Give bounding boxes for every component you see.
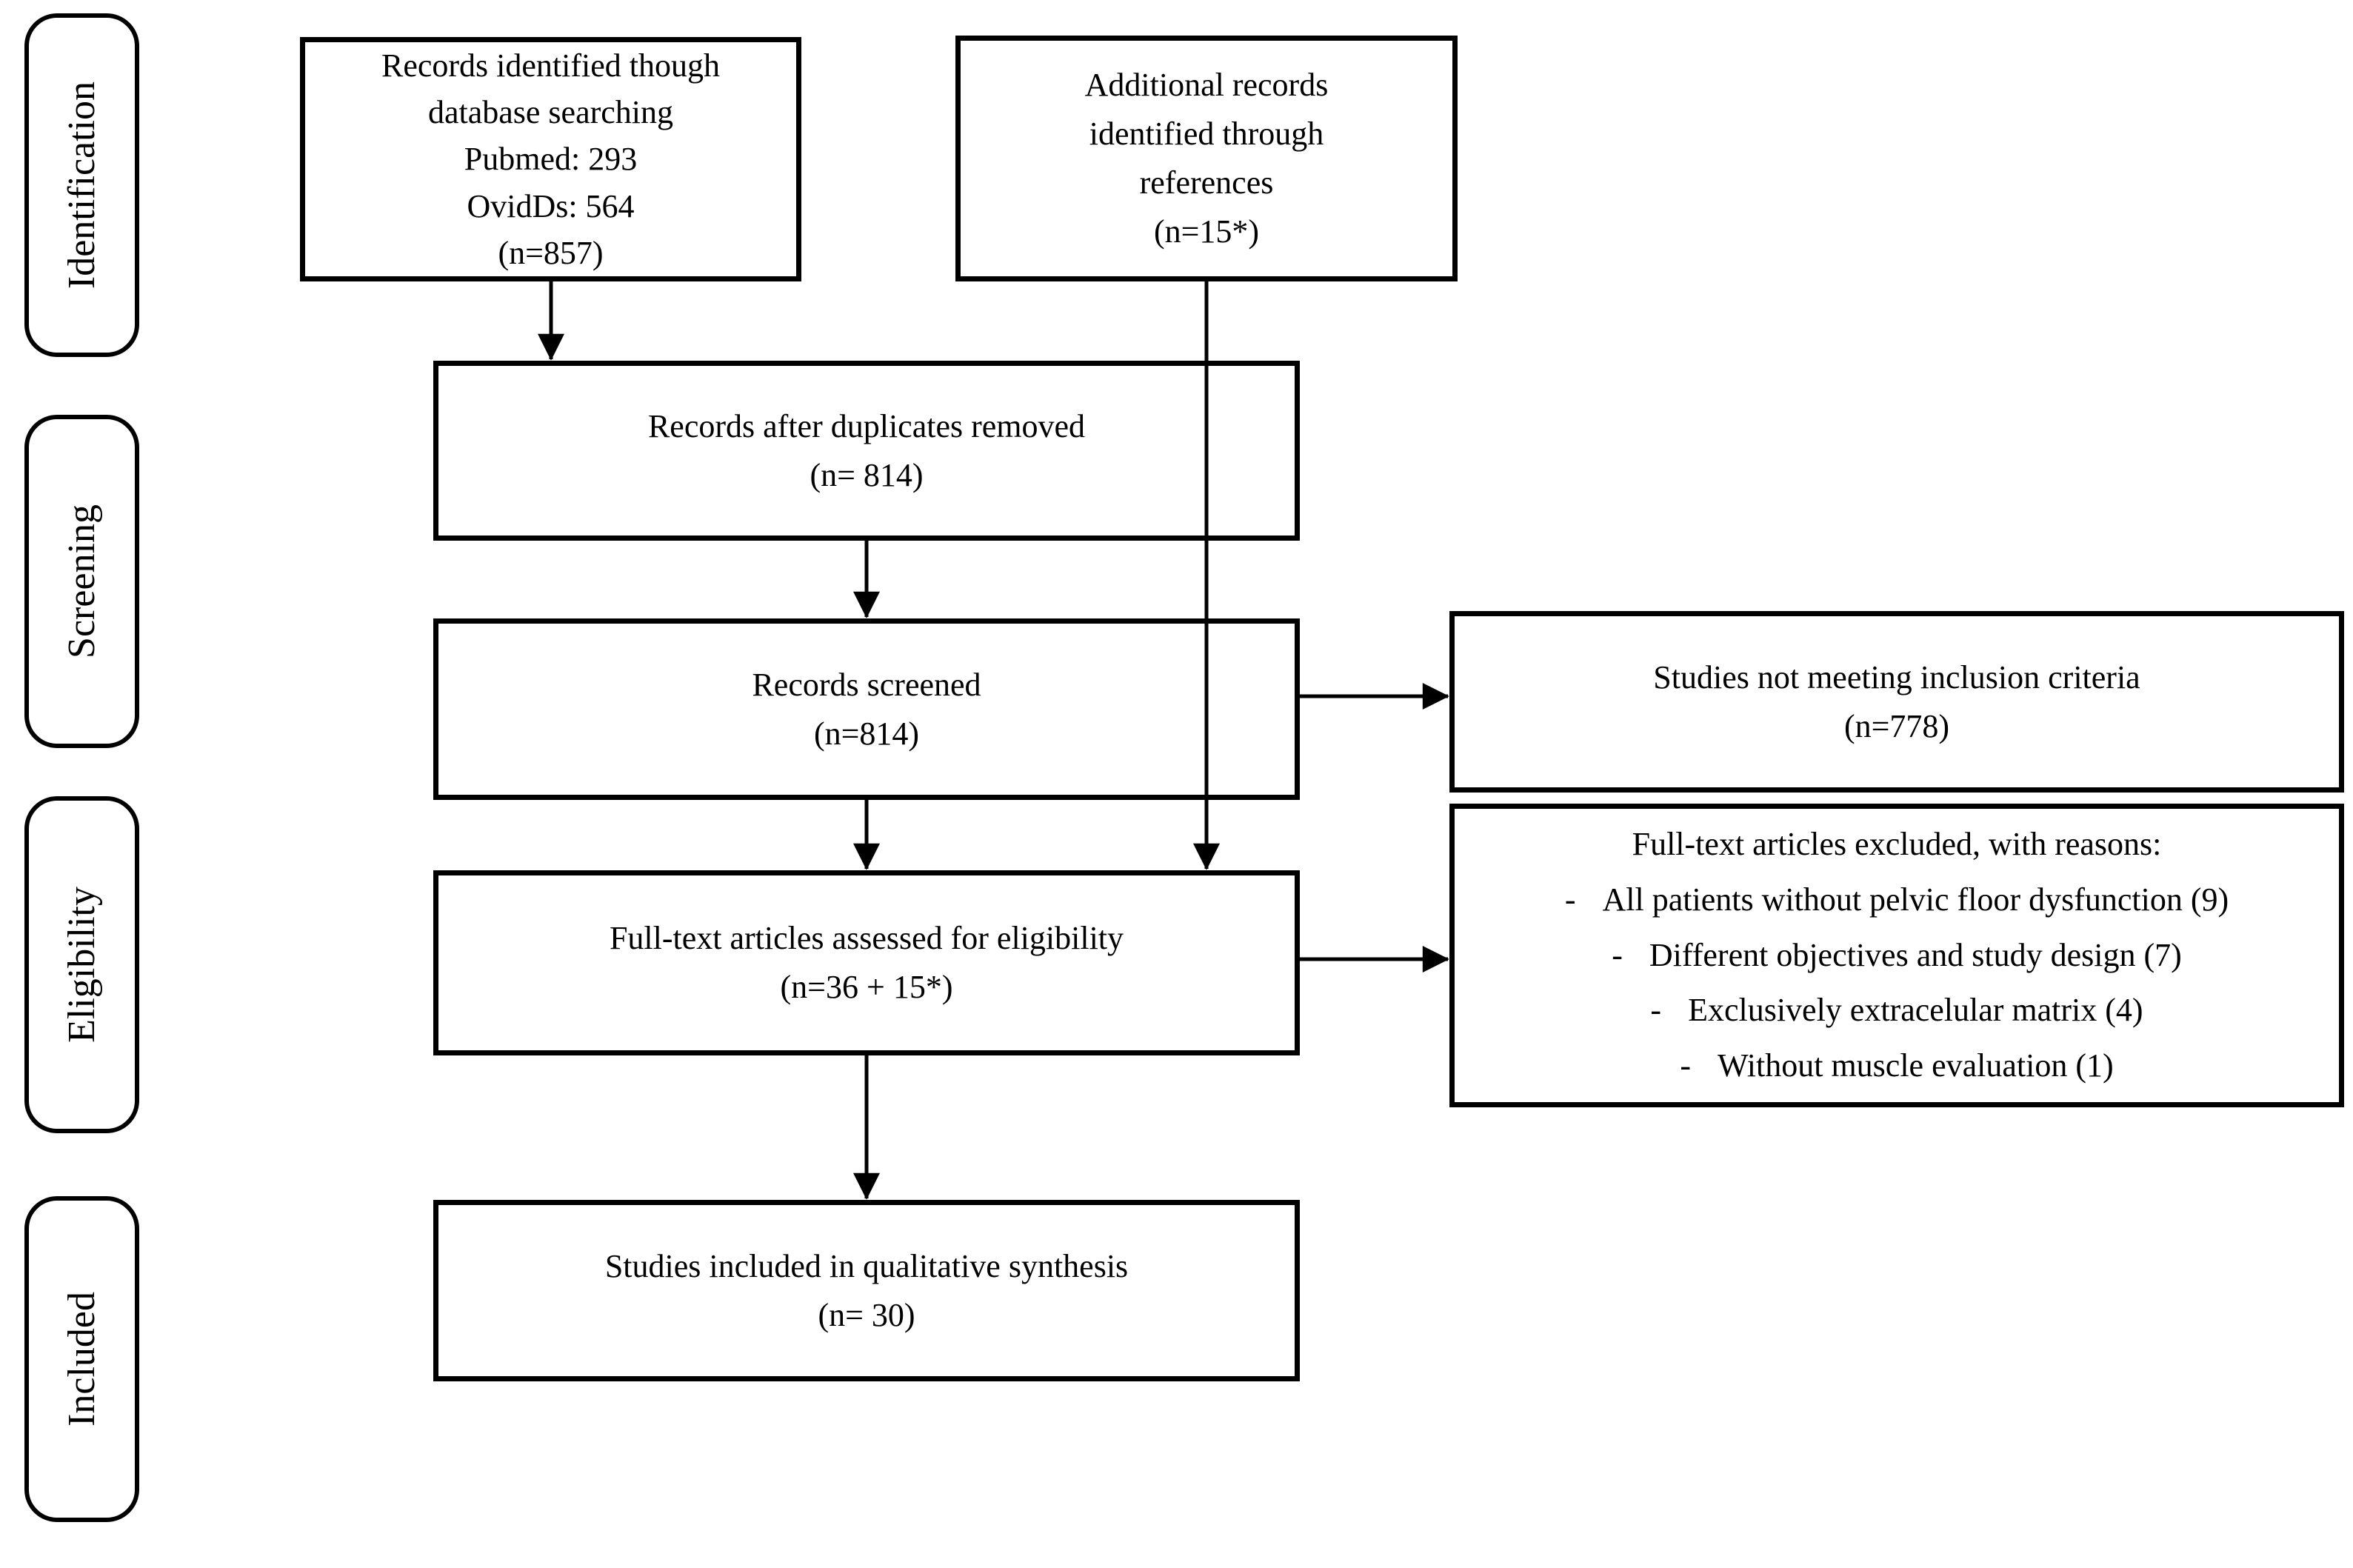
text-line: OvidDs: 564 (467, 187, 635, 224)
text-line: (n=778) (1843, 707, 1950, 744)
flow-box-fulltext-excluded: Full-text articles excluded, with reason… (1449, 804, 2344, 1107)
stage-label-screening: Screening (24, 415, 139, 748)
stage-label-identification: Identification (24, 13, 139, 357)
text-line: (n=857) (498, 235, 604, 272)
flow-box-records-screened: Records screened (n=814) (433, 618, 1300, 800)
text-line: Records screened (752, 666, 981, 703)
flow-box-records-identified: Records identified though database searc… (300, 37, 801, 281)
stage-label-text: Identification (61, 81, 103, 290)
stage-label-text: Eligibility (61, 887, 103, 1043)
dash-bullet: - (1612, 936, 1623, 973)
text-line: references (1139, 164, 1274, 201)
text-line: Records identified though (381, 47, 720, 84)
text-line: database searching (427, 93, 674, 130)
text-line: Records after duplicates removed (647, 407, 1086, 444)
text-line: (n= 814) (810, 456, 924, 493)
flow-box-fulltext-assessed: Full-text articles assessed for eligibil… (433, 870, 1300, 1055)
reason-text: Without muscle evaluation (1) (1718, 1047, 2114, 1084)
text-line: identified through (1089, 116, 1324, 152)
flow-box-included-qualitative: Studies included in qualitative synthesi… (433, 1200, 1300, 1381)
excluded-reason: -Different objectives and study design (… (1612, 928, 2182, 984)
reason-text: Exclusively extracelular matrix (4) (1688, 992, 2143, 1029)
reason-text: Different objectives and study design (7… (1649, 936, 2182, 973)
text-line: (n= 30) (818, 1296, 915, 1333)
text-line: Pubmed: 293 (464, 141, 638, 178)
flow-box-studies-not-meeting-criteria: Studies not meeting inclusion criteria (… (1449, 611, 2344, 793)
flow-box-duplicates-removed: Records after duplicates removed (n= 814… (433, 361, 1300, 541)
excluded-reason: -Without muscle evaluation (1) (1680, 1038, 2113, 1094)
stage-label-text: Screening (61, 504, 103, 658)
dash-bullet: - (1564, 881, 1576, 918)
text-line: Additional records (1084, 67, 1329, 103)
stage-label-text: Included (61, 1292, 103, 1427)
text-line: Full-text articles assessed for eligibil… (609, 920, 1124, 956)
excluded-reason: -Exclusively extracelular matrix (4) (1650, 983, 2143, 1038)
excluded-reason: -All patients without pelvic floor dysfu… (1565, 873, 2229, 928)
stage-label-eligibility: Eligibility (24, 796, 139, 1133)
flow-box-additional-records: Additional records identified through re… (955, 36, 1458, 281)
text-line: (n=15*) (1153, 213, 1260, 250)
text-line: Studies not meeting inclusion criteria (1653, 658, 2140, 695)
text-line: Full-text articles excluded, with reason… (1632, 826, 2162, 862)
stage-label-included: Included (24, 1196, 139, 1522)
text-line: (n=36 + 15*) (780, 969, 953, 1005)
text-line: Studies included in qualitative synthesi… (604, 1247, 1129, 1284)
dash-bullet: - (1650, 992, 1662, 1029)
dash-bullet: - (1680, 1047, 1691, 1084)
text-line: (n=814) (813, 715, 920, 752)
reason-text: All patients without pelvic floor dysfun… (1602, 881, 2229, 918)
